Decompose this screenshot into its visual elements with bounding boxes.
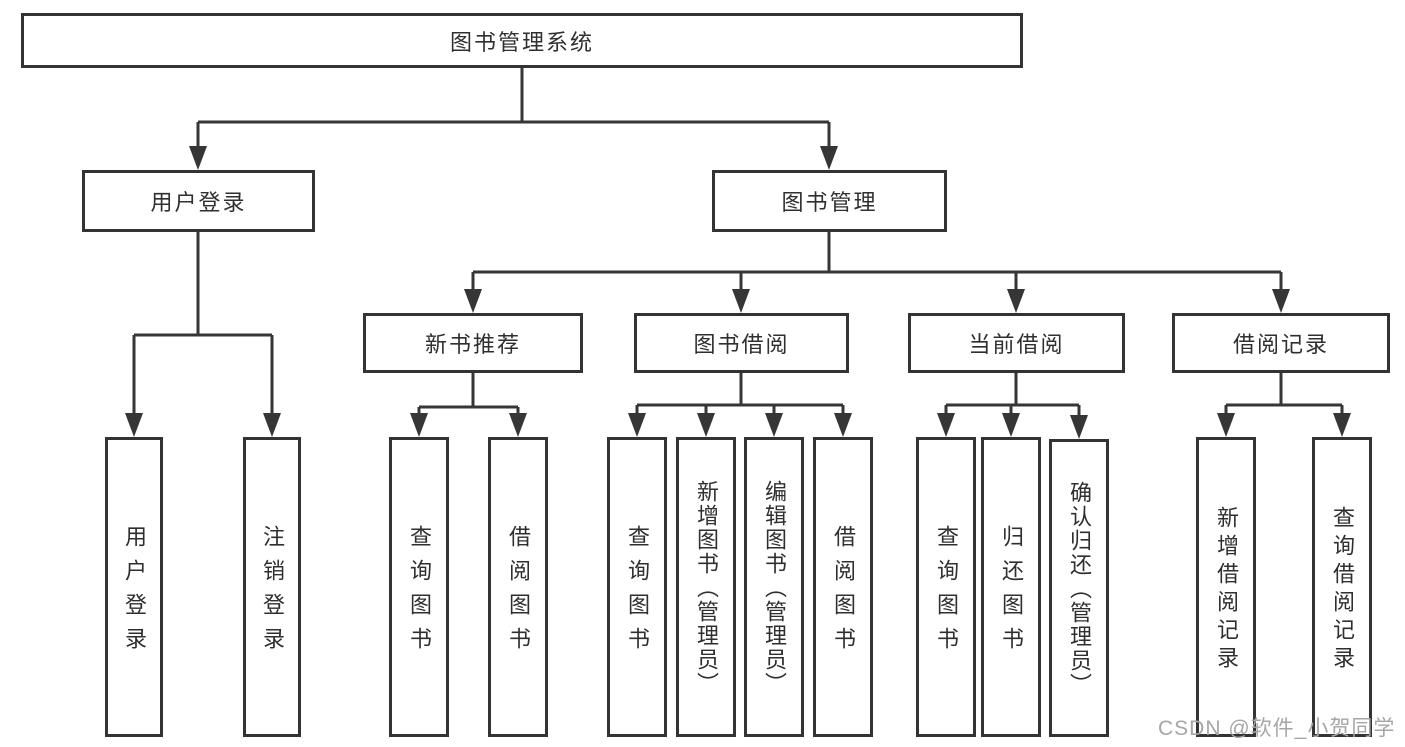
arrow-down-icon — [410, 413, 428, 437]
arrow-down-icon — [263, 413, 281, 437]
leaf-query-books-borrow: 查询图书 — [607, 437, 667, 737]
arrow-down-icon — [834, 413, 852, 437]
node-label: 借阅记录 — [1232, 332, 1329, 357]
leaf-add-books-admin: 新增图书（管理员） — [676, 437, 736, 737]
arrow-down-icon — [125, 413, 143, 437]
node-label: 确认归还（管理员） — [1067, 481, 1092, 697]
node-label: 图书管理 — [781, 190, 878, 215]
arrow-down-icon — [628, 413, 646, 437]
node-label: 查询图书 — [934, 525, 959, 661]
connector-book-borrow — [628, 373, 852, 437]
node-book-borrow: 图书借阅 — [634, 313, 849, 373]
node-label: 用户登录 — [122, 525, 147, 661]
connector-borrow-records — [1217, 373, 1351, 437]
arrow-down-icon — [1333, 413, 1351, 437]
arrow-down-icon — [765, 413, 783, 437]
node-label: 当前借阅 — [968, 332, 1065, 357]
node-label: 查询借阅记录 — [1330, 506, 1355, 674]
arrow-down-icon — [1217, 413, 1235, 437]
node-current-borrow: 当前借阅 — [908, 313, 1125, 373]
arrow-down-icon — [189, 146, 207, 170]
leaf-query-books-current: 查询图书 — [916, 437, 976, 737]
arrow-down-icon — [1070, 415, 1088, 439]
leaf-borrow-books-recommend: 借阅图书 — [488, 437, 548, 737]
connector-book-management — [464, 232, 1290, 313]
connector-root — [189, 68, 838, 170]
node-label: 查询图书 — [407, 525, 432, 661]
leaf-confirm-return-admin: 确认归还（管理员） — [1049, 439, 1109, 737]
node-user-login: 用户登录 — [82, 170, 315, 232]
node-label: 新增借阅记录 — [1214, 506, 1239, 674]
leaf-user-login: 用户登录 — [105, 437, 163, 737]
node-label: 编辑图书（管理员） — [762, 480, 787, 696]
node-label: 用户登录 — [150, 190, 247, 215]
arrow-down-icon — [1007, 289, 1025, 313]
node-new-book-recommend: 新书推荐 — [363, 313, 583, 373]
leaf-query-books-recommend: 查询图书 — [389, 437, 449, 737]
arrow-down-icon — [509, 413, 527, 437]
node-label: 借阅图书 — [831, 525, 856, 661]
arrow-down-icon — [937, 413, 955, 437]
leaf-query-borrow-record: 查询借阅记录 — [1312, 437, 1372, 737]
node-label: 借阅图书 — [506, 525, 531, 661]
leaf-borrow-books: 借阅图书 — [813, 437, 873, 737]
node-label: 归还图书 — [999, 525, 1024, 661]
node-library-system: 图书管理系统 — [21, 13, 1023, 68]
connector-current-borrow — [937, 373, 1088, 439]
node-label: 注销登录 — [260, 525, 285, 661]
arrow-down-icon — [1272, 289, 1290, 313]
node-borrow-records: 借阅记录 — [1172, 313, 1390, 373]
csdn-watermark: CSDN @软件_小贺同学 — [1158, 717, 1396, 740]
node-label: 新书推荐 — [424, 332, 521, 357]
leaf-logout-login: 注销登录 — [243, 437, 301, 737]
node-label: 图书管理系统 — [449, 29, 594, 55]
node-label: 查询图书 — [625, 525, 650, 661]
leaf-add-borrow-record: 新增借阅记录 — [1196, 437, 1256, 737]
arrow-down-icon — [697, 413, 715, 437]
node-book-management: 图书管理 — [712, 170, 947, 232]
arrow-down-icon — [464, 289, 482, 313]
arrow-down-icon — [820, 146, 838, 170]
connector-new-book — [410, 373, 527, 437]
arrow-down-icon — [732, 289, 750, 313]
node-label: 新增图书（管理员） — [694, 480, 719, 696]
leaf-return-books: 归还图书 — [981, 437, 1041, 737]
arrow-down-icon — [1002, 413, 1020, 437]
leaf-edit-books-admin: 编辑图书（管理员） — [744, 437, 804, 737]
connector-user-login — [125, 232, 281, 437]
node-label: 图书借阅 — [693, 332, 790, 357]
